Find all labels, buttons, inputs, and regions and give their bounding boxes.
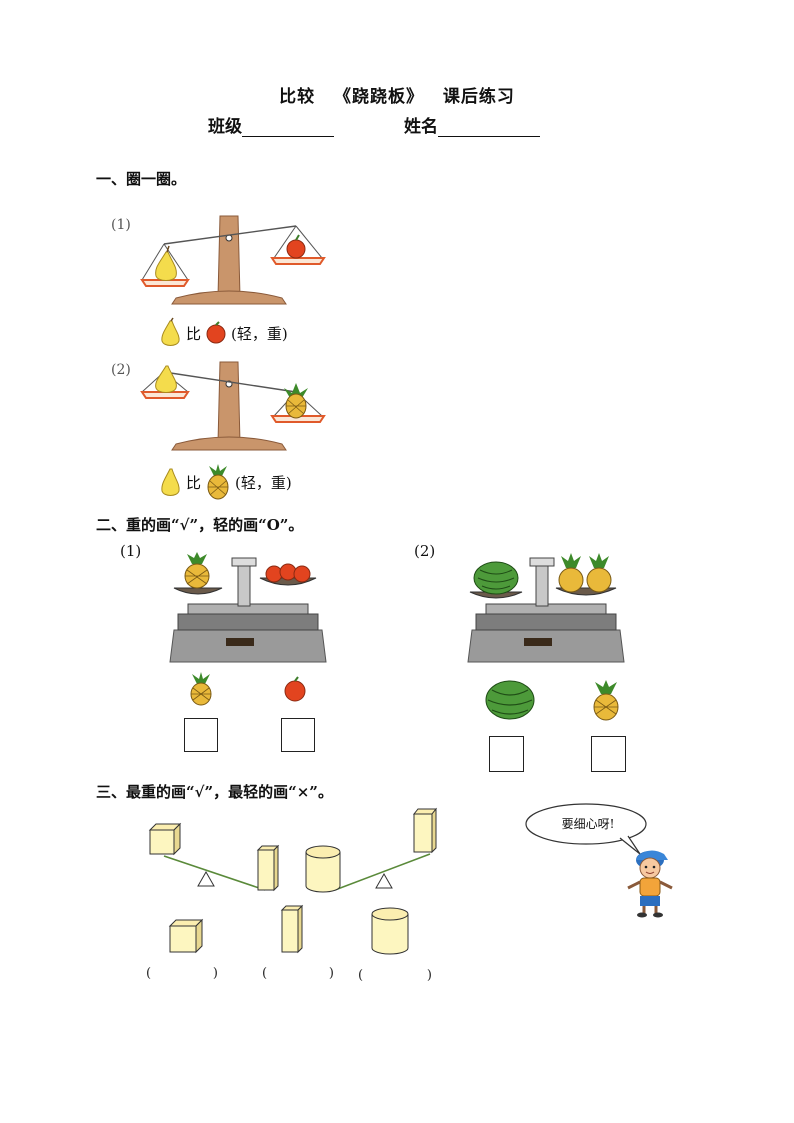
s1-q2-number: (2) — [111, 362, 131, 378]
s3-answer-slot-cube[interactable]: () — [146, 966, 218, 981]
watermelon-icon — [473, 561, 519, 595]
section1-heading: 一、圈一圈。 — [96, 170, 187, 188]
pear-icon — [161, 317, 180, 346]
paren-open: ( — [358, 968, 364, 983]
s1-q2-compare-word: 比 — [186, 473, 202, 492]
s2-q1-pan-balance — [169, 552, 327, 663]
cylinder-icon — [371, 907, 409, 955]
name-field[interactable]: 姓名 — [404, 112, 540, 137]
name-label: 姓名 — [404, 117, 438, 137]
section2-heading: 二、重的画“√”，轻的画“O”。 — [96, 516, 304, 534]
apple-icon — [284, 676, 306, 702]
pineapple-icon — [284, 383, 308, 419]
cube-icon — [168, 918, 204, 954]
pear-icon — [155, 365, 177, 393]
title-part-compare: 比较 — [279, 87, 316, 107]
s1-q1-choices[interactable]: (轻，重) — [231, 324, 288, 343]
paren-open: ( — [146, 966, 152, 981]
title-part-exercise: 课后练习 — [442, 87, 515, 107]
tall-prism-icon — [280, 904, 304, 954]
watermelon-icon — [485, 680, 535, 720]
class-field[interactable]: 班级 — [208, 112, 334, 137]
paren-open: ( — [262, 966, 268, 981]
s3-answer-slot-cylinder[interactable]: () — [358, 968, 432, 983]
s3-seesaw-diagram — [148, 807, 438, 955]
class-blank[interactable] — [242, 118, 334, 137]
section3-heading: 三、最重的画“√”，最轻的画“×”。 — [96, 783, 333, 801]
paren-close: ) — [212, 966, 218, 981]
s3-answer-slot-prism[interactable]: () — [262, 966, 334, 981]
s1-q2-balance-scale — [140, 361, 326, 451]
apple-icon — [265, 563, 311, 583]
s1-q2-choices[interactable]: (轻，重) — [235, 473, 292, 492]
tall-prism-icon — [256, 844, 280, 892]
title-part-lesson: 《跷跷板》 — [334, 87, 424, 107]
tall-prism-icon — [412, 807, 438, 854]
cube-icon — [148, 822, 182, 856]
s1-q1-number: (1) — [111, 217, 131, 233]
pineapple-icon — [184, 552, 210, 589]
cartoon-boy-icon — [627, 850, 673, 918]
pear-icon — [161, 468, 180, 496]
s2-q2-pan-balance — [467, 553, 625, 663]
page-title: 比较 《跷跷板》 课后练习 — [0, 82, 794, 107]
s1-q1-compare-word: 比 — [186, 324, 202, 343]
pineapple-icon — [558, 553, 612, 593]
cylinder-icon — [305, 845, 341, 893]
paren-close: ) — [426, 968, 432, 983]
pineapple-icon — [190, 672, 212, 706]
s2-q1-number: (1) — [120, 542, 142, 560]
apple-icon — [206, 321, 226, 344]
apple-icon — [286, 234, 306, 259]
pineapple-icon — [593, 680, 619, 721]
pineapple-icon — [207, 464, 229, 500]
s1-q2-compare-row: 比 (轻，重) — [160, 464, 292, 500]
s2-q2-answer-box-pineapple[interactable] — [591, 736, 626, 772]
s1-q1-balance-scale — [140, 215, 326, 305]
s2-q2-number: (2) — [414, 542, 436, 560]
pear-icon — [155, 245, 177, 281]
s1-q1-compare-row: 比 (轻，重) — [160, 317, 288, 348]
name-blank[interactable] — [438, 118, 540, 137]
class-label: 班级 — [208, 117, 242, 137]
s2-q1-answer-box-pineapple[interactable] — [184, 718, 218, 752]
paren-close: ) — [328, 966, 334, 981]
speech-bubble — [525, 803, 647, 855]
s2-q1-answer-box-apple[interactable] — [281, 718, 315, 752]
s2-q2-answer-box-watermelon[interactable] — [489, 736, 524, 772]
speech-bubble-text: 要细心呀! — [561, 817, 615, 831]
